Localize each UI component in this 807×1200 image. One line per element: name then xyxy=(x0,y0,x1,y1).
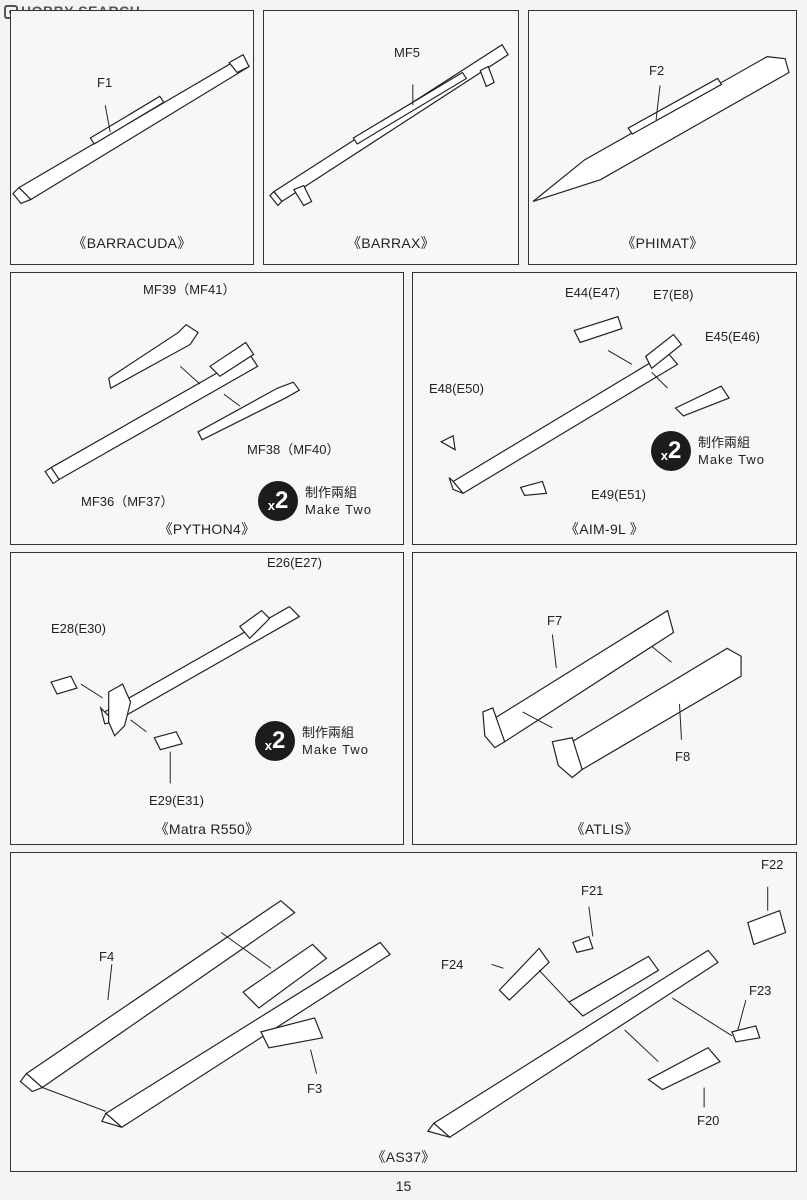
label-f3: F3 xyxy=(307,1081,323,1096)
label-e49: E49(E51) xyxy=(591,487,646,502)
panel-as37: F4 F3 F21 F22 F24 F23 F20 《AS37》 xyxy=(10,852,797,1172)
caption-phimat: 《PHIMAT》 xyxy=(621,235,704,251)
panel-atlis: F7 F8 《ATLIS》 xyxy=(412,552,797,845)
page-number: 15 xyxy=(395,1178,412,1194)
phimat-drawing xyxy=(532,56,790,203)
atlis-drawing xyxy=(482,609,742,779)
barracuda-drawing xyxy=(12,53,251,205)
label-f23: F23 xyxy=(749,983,772,998)
label-e29: E29(E31) xyxy=(149,793,204,808)
caption-atlis: 《ATLIS》 xyxy=(570,821,639,837)
panel-barrax: MF5 《BARRAX》 xyxy=(263,10,519,265)
label-f7: F7 xyxy=(547,613,563,628)
label-mf38: MF38（MF40） xyxy=(247,442,340,457)
label-e48: E48(E50) xyxy=(429,381,484,396)
label-f1: F1 xyxy=(97,75,113,90)
matra-drawing xyxy=(50,605,301,784)
panel-barracuda: F1 《BARRACUDA》 xyxy=(10,10,254,265)
label-f20: F20 xyxy=(697,1113,720,1128)
label-f4: F4 xyxy=(99,949,115,964)
label-f22: F22 xyxy=(761,857,784,872)
label-mf5: MF5 xyxy=(394,45,420,60)
caption-matra: 《Matra R550》 xyxy=(154,821,260,837)
label-f8: F8 xyxy=(675,749,691,764)
label-mf36: MF36（MF37） xyxy=(81,494,174,509)
label-f2: F2 xyxy=(649,63,665,78)
label-e44: E44(E47) xyxy=(565,285,620,300)
caption-as37: 《AS37》 xyxy=(371,1149,436,1165)
label-e7: E7(E8) xyxy=(653,287,694,302)
label-mf39: MF39（MF41） xyxy=(143,282,236,297)
panel-aim9l: E44(E47) E7(E8) E45(E46) E48(E50) E49(E5… xyxy=(412,272,797,545)
label-e26: E26(E27) xyxy=(267,555,322,570)
aim9l-drawing xyxy=(439,315,730,496)
caption-aim9l: 《AIM-9L 》 xyxy=(564,521,645,537)
label-e45: E45(E46) xyxy=(705,329,760,344)
caption-barrax: 《BARRAX》 xyxy=(347,235,435,251)
panel-phimat: F2 《PHIMAT》 xyxy=(528,10,797,265)
as37-drawing xyxy=(19,886,787,1138)
label-f21: F21 xyxy=(581,883,604,898)
label-e28: E28(E30) xyxy=(51,621,106,636)
label-f24: F24 xyxy=(441,957,464,972)
barrax-drawing xyxy=(269,43,509,207)
python4-drawing xyxy=(44,323,301,485)
caption-barracuda: 《BARRACUDA》 xyxy=(72,235,192,251)
caption-python4: 《PYTHON4》 xyxy=(158,521,256,537)
